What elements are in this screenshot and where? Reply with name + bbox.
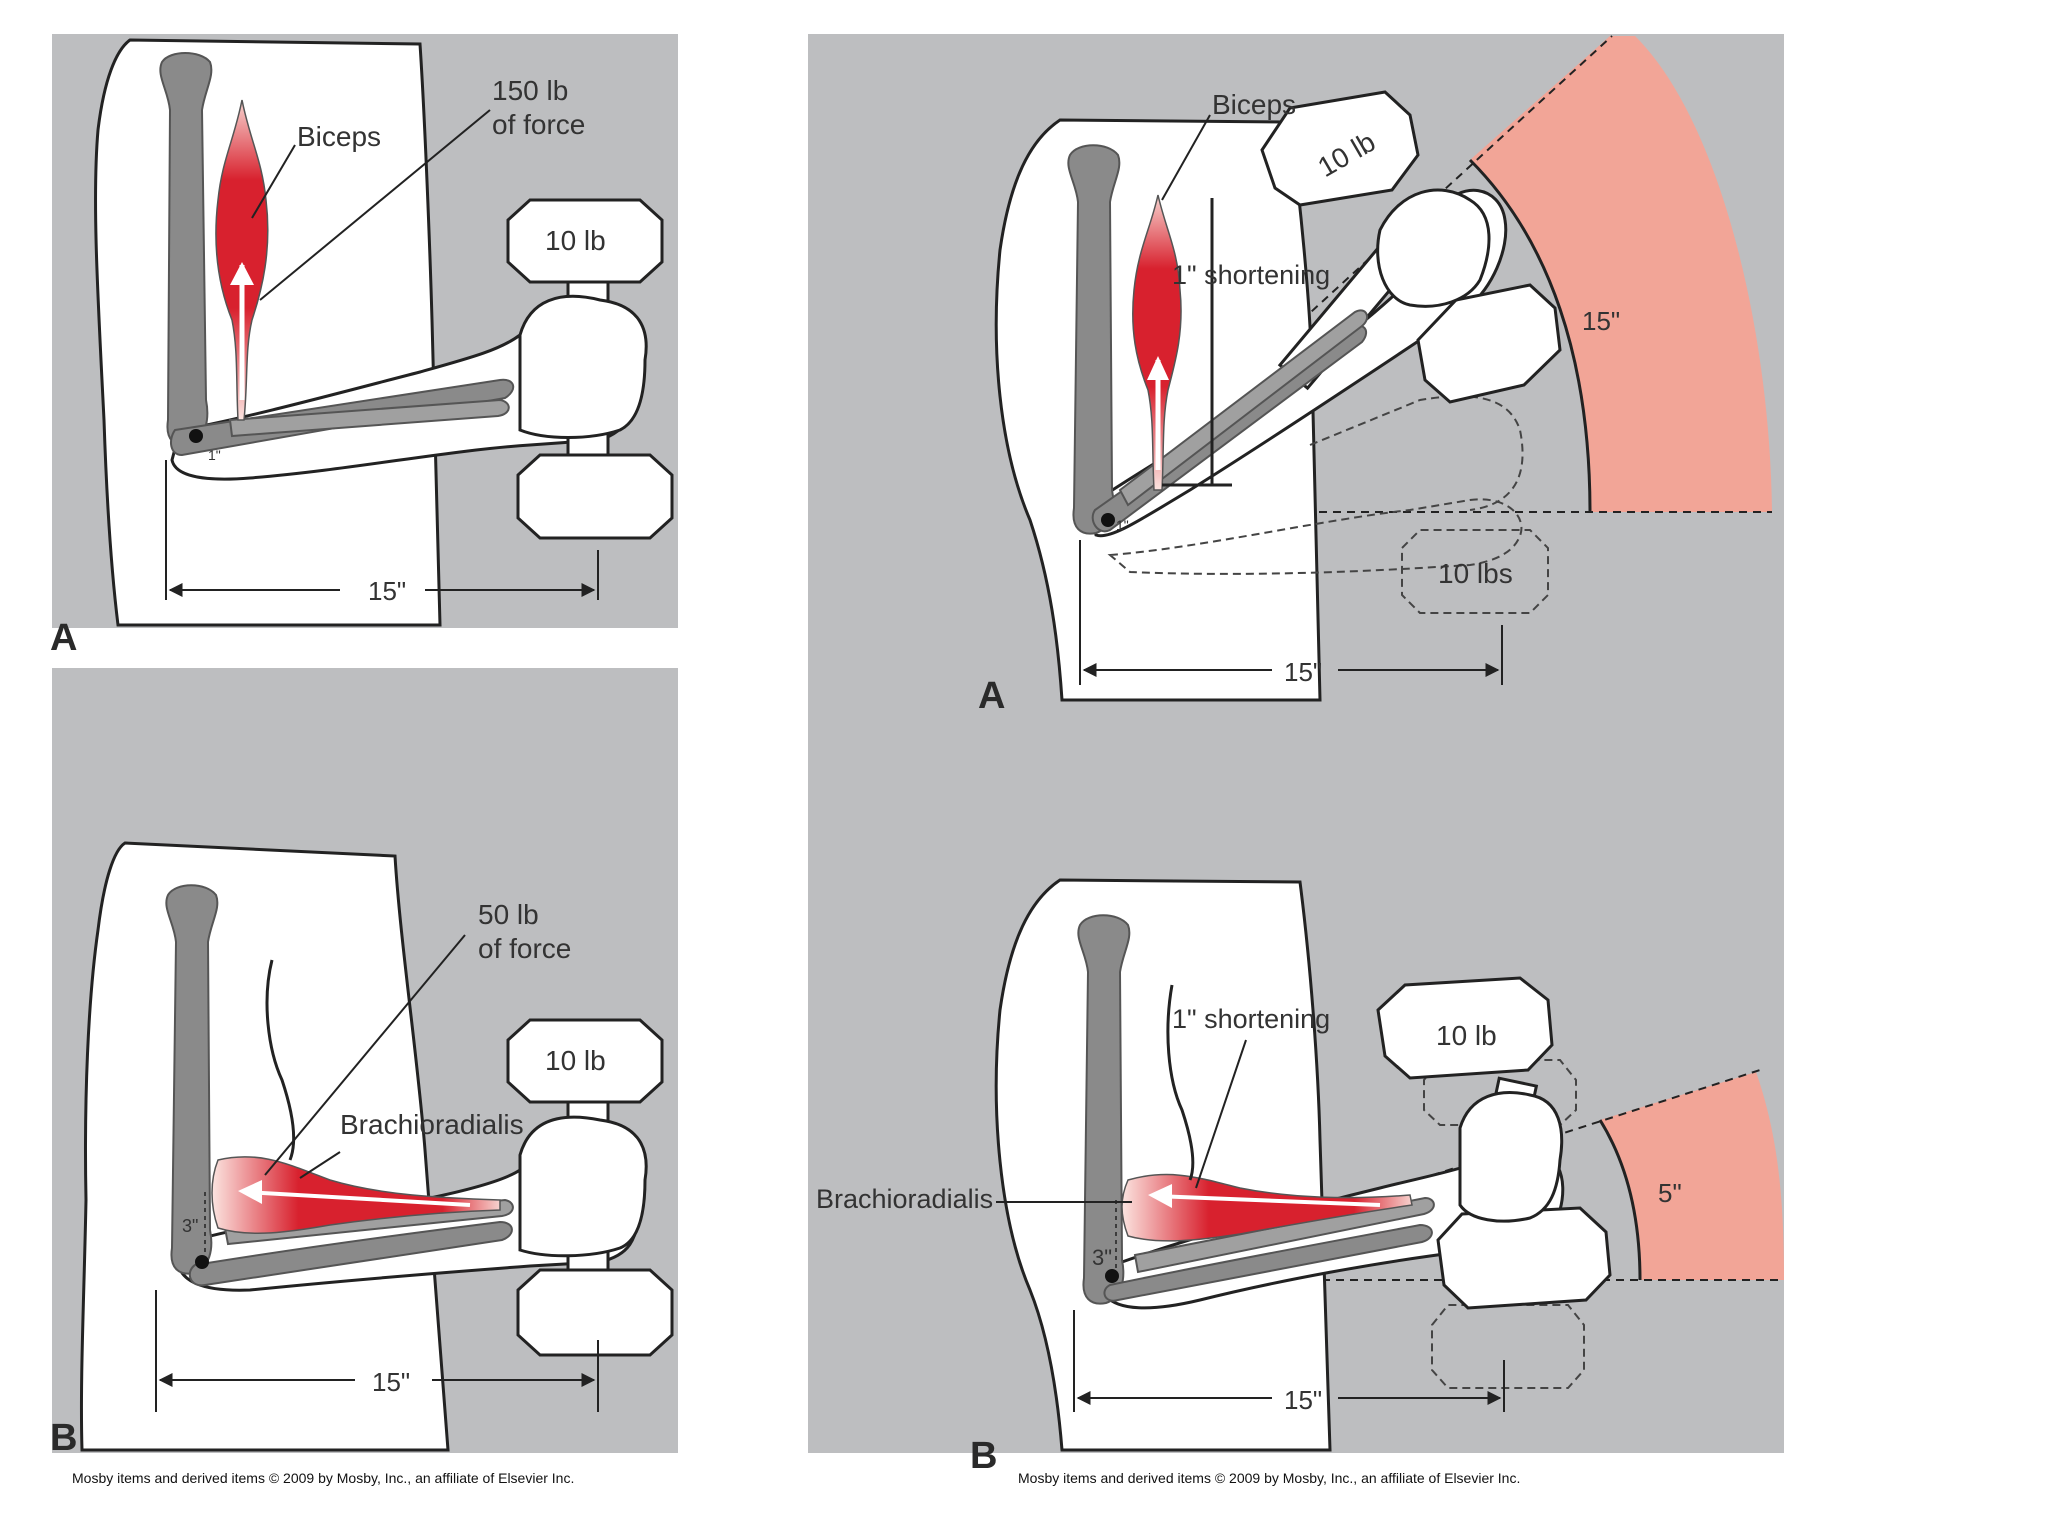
forearm-bone-radius <box>1118 309 1369 507</box>
arc-label: 15" <box>1582 306 1620 336</box>
upper-arm-contour <box>1166 984 1195 1181</box>
shortening-label: 1" shortening <box>1172 260 1330 290</box>
ghost-forearm <box>1107 498 1523 575</box>
shortening-leader-line <box>1195 1039 1247 1189</box>
distance-label: 15" <box>1284 1385 1322 1415</box>
force-label-line1: 150 lb <box>492 75 568 106</box>
brachioradialis-force-arrow <box>244 1190 471 1207</box>
dumbbell-top-plate <box>1376 976 1554 1080</box>
lever-arm-label: 1" <box>208 447 221 463</box>
weight-label: 10 lb <box>1436 1020 1497 1051</box>
force-label-line2: of force <box>478 933 571 964</box>
biceps-leader-line <box>251 144 296 219</box>
fist <box>518 294 648 439</box>
left-figure: Biceps 150 lb of force 10 lb 1" 15" A <box>50 34 678 1486</box>
fist <box>1458 1091 1564 1223</box>
brachioradialis-force-arrowhead <box>238 1180 262 1204</box>
forearm-bones <box>1103 1223 1433 1302</box>
biceps-label: Biceps <box>297 121 381 152</box>
force-leader-line <box>259 109 491 301</box>
dumbbell-bottom-plate <box>516 453 674 540</box>
panel-letter: B <box>50 1417 77 1459</box>
biceps-muscle <box>1132 194 1182 491</box>
dumbbell-bottom-plate <box>516 1268 674 1357</box>
brachioradialis-muscle <box>211 1156 501 1235</box>
arc-label: 5" <box>1658 1178 1682 1208</box>
biceps-leader-line <box>1161 114 1211 201</box>
right-panel-a: 15" 10 lbs 10 lb <box>978 35 1772 717</box>
fist <box>518 1115 648 1258</box>
biceps-muscle <box>215 99 269 421</box>
elbow-pivot <box>189 429 203 443</box>
left-panel-a: Biceps 150 lb of force 10 lb 1" 15" A <box>50 34 678 659</box>
distance-label: 15" <box>368 576 406 606</box>
torso-outline <box>994 878 1332 1452</box>
biceps-force-arrowhead <box>230 262 254 285</box>
brachioradialis-label: Brachioradialis <box>340 1109 524 1140</box>
distance-label: 15" <box>372 1367 410 1397</box>
biceps-force-arrowhead <box>1147 356 1169 380</box>
lever-arm-label: 1" <box>1116 517 1129 533</box>
panel-letter: A <box>978 675 1005 717</box>
panel-letter: A <box>50 617 77 659</box>
dumbbell-bottom-plate <box>1436 1206 1612 1310</box>
distance-label: 15" <box>1284 657 1322 687</box>
brachioradialis-force-arrowhead <box>1148 1184 1172 1208</box>
humerus-bone <box>165 884 219 1275</box>
dumbbell-top-plate <box>506 1018 664 1104</box>
dumbbell-top-plate <box>506 198 664 284</box>
arc-line <box>1598 1119 1642 1281</box>
forearm-bones <box>188 1220 513 1287</box>
brachioradialis-label: Brachioradialis <box>816 1184 993 1214</box>
forearm-bone-radius <box>228 398 510 438</box>
brachioradialis-leader-line <box>299 1151 341 1179</box>
torso-outline <box>94 38 442 627</box>
ghost-weight-label: 10 lbs <box>1438 558 1513 589</box>
left-panel-b: 3" 50 lb of force Brachioradialis 10 lb … <box>50 668 678 1459</box>
brachioradialis-force-arrow <box>1154 1194 1381 1207</box>
lever-arm-label: 3" <box>182 1216 198 1236</box>
biceps-label: Biceps <box>1212 89 1296 120</box>
right-panel-b: 5" 10 lb 3" <box>816 878 1784 1477</box>
force-leader-line <box>264 934 466 1176</box>
forearm-bone-radius <box>1133 1196 1435 1274</box>
force-label-line1: 50 lb <box>478 899 539 930</box>
dumbbell-bottom-plate <box>1416 283 1562 404</box>
torso-outline <box>79 841 450 1452</box>
arc-sector <box>1470 36 1772 512</box>
copyright-notice: Mosby items and derived items © 2009 by … <box>1018 1470 1520 1486</box>
brachioradialis-muscle <box>1121 1173 1413 1242</box>
upper-arm-contour <box>265 959 296 1161</box>
fist <box>1376 188 1491 308</box>
force-label-line2: of force <box>492 109 585 140</box>
arc-sector <box>1600 1072 1784 1280</box>
panel-letter: B <box>970 1435 997 1477</box>
elbow-pivot <box>195 1255 209 1269</box>
dumbbell-top-plate <box>1260 90 1420 207</box>
right-figure: 15" 10 lbs 10 lb <box>808 34 1784 1486</box>
weight-label: 10 lb <box>545 225 606 256</box>
lever-arm-label: 3" <box>1092 1245 1112 1270</box>
elbow-pivot <box>1105 1269 1119 1283</box>
arc-line <box>1468 158 1592 513</box>
copyright-notice: Mosby items and derived items © 2009 by … <box>72 1470 574 1486</box>
shortening-label: 1" shortening <box>1172 1004 1330 1034</box>
elbow-pivot <box>1101 513 1115 527</box>
weight-label: 10 lb <box>545 1045 606 1076</box>
